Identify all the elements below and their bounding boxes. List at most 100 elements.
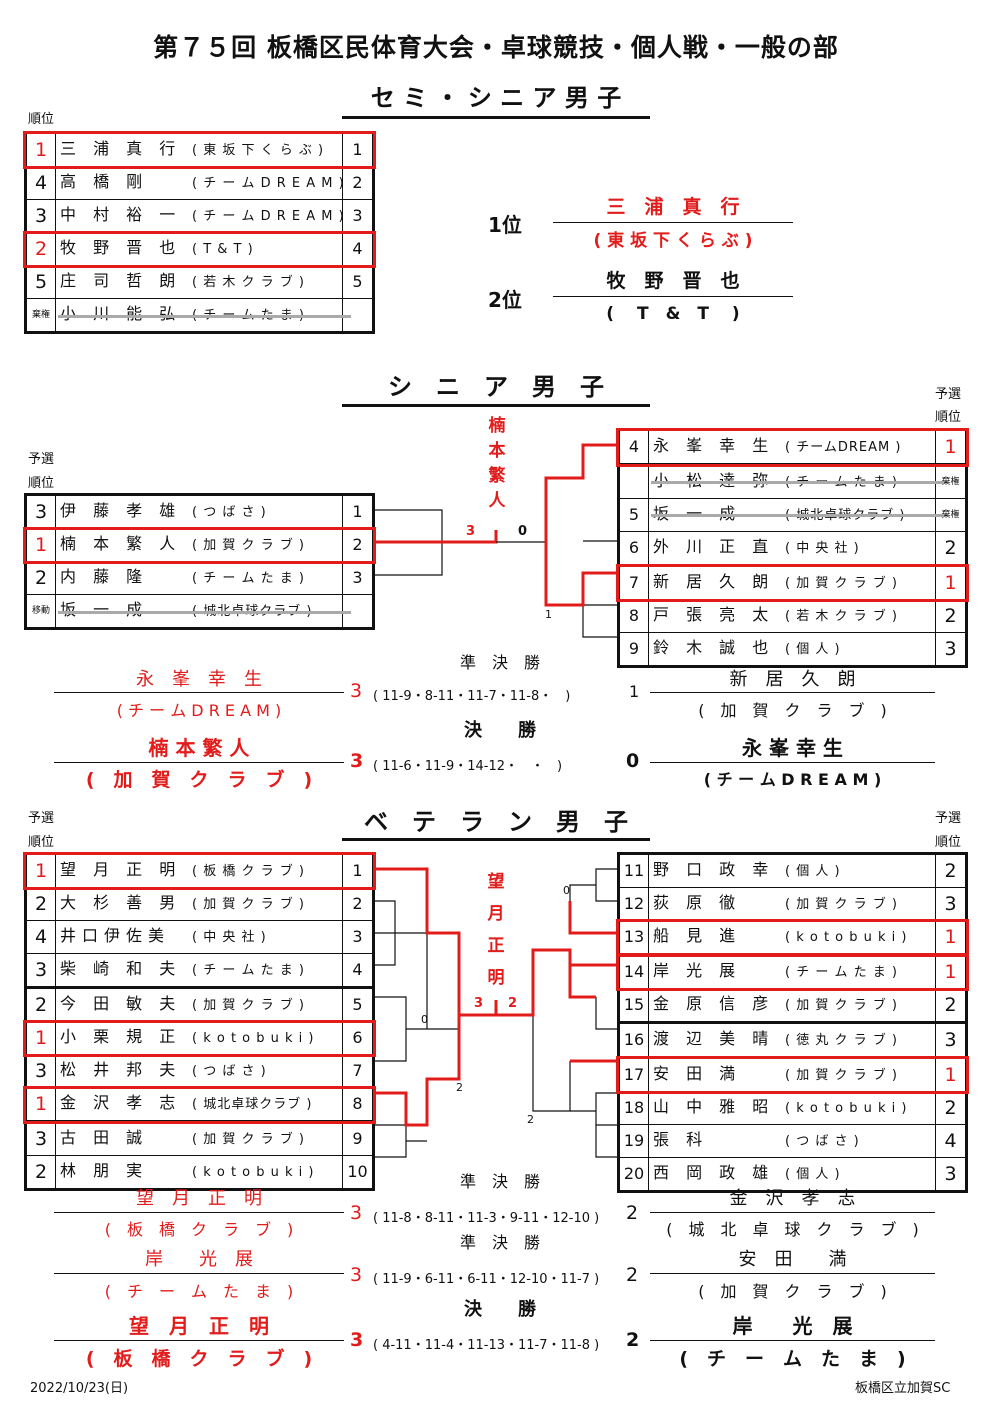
semi-first-label: 1位 bbox=[488, 213, 522, 237]
seed-cell: 6 bbox=[618, 531, 649, 566]
veteran-semi1-right-divider bbox=[650, 1212, 935, 1213]
seed-cell: 14 bbox=[618, 953, 649, 989]
veteran-final-left-name: 望 月 正 明 bbox=[129, 1314, 269, 1338]
veteran-semi1-left-name: 望 月 正 明 bbox=[136, 1188, 262, 1209]
player-club: ( k o t o b u k i ) bbox=[785, 1101, 908, 1116]
player-club: ( 加 賀 ク ラ ブ ) bbox=[192, 897, 305, 912]
player-club: ( T & T ) bbox=[192, 242, 254, 257]
veteran-final-label: 決 勝 bbox=[464, 1299, 536, 1320]
player-cell: 楠 本 繁 人( 加 賀 ク ラ ブ ) bbox=[55, 528, 343, 562]
senior-semi-right-name: 新 居 久 朗 bbox=[729, 669, 856, 690]
seed-cell: 2 bbox=[342, 166, 374, 200]
player-name: 高 橋 剛 bbox=[60, 172, 149, 191]
veteran-semi2-left-club: ( チ ー ム た ま ) bbox=[104, 1282, 294, 1301]
player-name: 永 峯 幸 生 bbox=[653, 436, 775, 455]
rank-cell: 2 bbox=[935, 1091, 967, 1125]
veteran-semi1-left-divider bbox=[54, 1212, 344, 1213]
player-name: 渡 辺 美 晴 bbox=[653, 1029, 775, 1048]
veteran-semi1-label: 準 決 勝 bbox=[459, 1172, 540, 1191]
semi-second-club: ( T & T ) bbox=[606, 304, 740, 324]
senior-final-right-divider bbox=[650, 762, 935, 763]
player-name: 安 田 満 bbox=[653, 1064, 742, 1083]
player-cell: 渡 辺 美 晴( 徳 丸 ク ラ ブ ) bbox=[648, 1021, 936, 1058]
veteran-semi2-left-divider bbox=[54, 1273, 344, 1274]
veteran-semi1-right-club: ( 城 北 卓 球 ク ラ ブ ) bbox=[666, 1220, 919, 1239]
player-club: ( k o t o b u k i ) bbox=[192, 1031, 315, 1046]
player-cell: 西 岡 政 雄( 個 人 ) bbox=[648, 1157, 936, 1192]
champion-char: 明 bbox=[487, 968, 505, 988]
veteran-small-0b: 0 bbox=[563, 884, 570, 897]
veteran-semi1-right-name: 金 沢 孝 志 bbox=[729, 1188, 856, 1209]
withdrawn-strike bbox=[57, 314, 351, 318]
veteran-final-left-score: 3 bbox=[350, 1329, 364, 1351]
player-name: 金 原 信 彦 bbox=[653, 994, 775, 1013]
player-name: 大 杉 善 男 bbox=[60, 893, 182, 912]
player-club: ( 加 賀 ク ラ ブ ) bbox=[785, 576, 898, 591]
senior-semi-right-divider bbox=[650, 692, 935, 693]
player-club: ( 板 橋 ク ラ ブ ) bbox=[192, 864, 305, 879]
veteran-semi1-left-club: ( 板 橋 ク ラ ブ ) bbox=[104, 1220, 294, 1239]
senior-section-title: シ ニ ア 男 子 bbox=[388, 373, 604, 401]
player-name: 戸 張 亮 太 bbox=[653, 605, 775, 624]
seed-cell: 13 bbox=[618, 920, 649, 955]
senior-right-table: 4永 峯 幸 生( チームDREAM )1小 松 達 弥( チ ー ム た ま … bbox=[617, 428, 968, 668]
rank-cell: 3 bbox=[935, 887, 967, 921]
veteran-left-red-path bbox=[373, 867, 496, 1127]
rank-cell: 2 bbox=[935, 599, 967, 633]
senior-score-left: 3 bbox=[466, 524, 476, 539]
player-cell: 山 中 雅 昭 ( k o t o b u k i ) bbox=[648, 1091, 936, 1125]
veteran-final-scores: ( 4-11・11-4・11-13・11-7・11-8 ) bbox=[373, 1338, 600, 1353]
rank-cell: 2 bbox=[25, 1155, 56, 1190]
player-cell: 荻 原 徹( 加 賀 ク ラ ブ ) bbox=[648, 887, 936, 921]
rank-cell: 4 bbox=[25, 920, 56, 954]
veteran-semi1-left-score: 3 bbox=[350, 1202, 363, 1224]
player-name: 岸 光 展 bbox=[653, 961, 742, 980]
senior-semi-right-score: 1 bbox=[629, 682, 640, 701]
rank-cell: 棄権 bbox=[25, 298, 56, 333]
player-name: 内 藤 隆 bbox=[60, 567, 149, 586]
footer-org: 板橋区立加賀SC bbox=[855, 1381, 951, 1396]
player-cell: 三 浦 真 行( 東 坂 下 く ら ぶ ) bbox=[55, 132, 343, 167]
player-name: 小 川 能 弘 bbox=[60, 304, 182, 323]
senior-left-header2: 順位 bbox=[28, 476, 55, 491]
player-club: ( 城北卓球クラブ ) bbox=[192, 1097, 313, 1112]
senior-score-right: 0 bbox=[518, 524, 528, 539]
senior-semi-left-club: ( チ ー ム D R E A M ) bbox=[116, 701, 282, 720]
veteran-left-bracket bbox=[373, 900, 460, 1158]
veteran-small-2a: 2 bbox=[456, 1081, 463, 1094]
seed-cell: 16 bbox=[618, 1021, 649, 1058]
player-club: ( チームDREAM ) bbox=[785, 440, 902, 455]
player-name: 古 田 誠 bbox=[60, 1128, 149, 1147]
document-title: 第７５回 板橋区民体育大会・卓球競技・個人戦・一般の部 bbox=[153, 33, 839, 62]
seed-cell: 4 bbox=[342, 232, 374, 266]
veteran-semi2-right-name: 安 田 満 bbox=[738, 1249, 847, 1270]
senior-final-right-name: 永 峯 幸 生 bbox=[742, 736, 843, 760]
player-club: ( 若 木 ク ラ ブ ) bbox=[192, 275, 305, 290]
senior-final-right-club: ( チ ー ム D R E A M ) bbox=[703, 770, 882, 789]
veteran-small-2b: 2 bbox=[527, 1113, 534, 1126]
player-cell: 中 村 裕 一( チ ー ム D R E A M ) bbox=[55, 199, 345, 233]
player-club: ( 個 人 ) bbox=[785, 864, 841, 879]
veteran-semi2-label: 準 決 勝 bbox=[459, 1233, 540, 1252]
player-cell: 戸 張 亮 太( 若 木 ク ラ ブ ) bbox=[648, 599, 936, 633]
player-name: 張 科 bbox=[653, 1130, 709, 1149]
rank-cell: 4 bbox=[935, 1124, 967, 1158]
player-club: ( チ ー ム D R E A M ) bbox=[192, 209, 345, 224]
rank-cell: 2 bbox=[25, 887, 56, 921]
senior-right-header1: 予選 bbox=[935, 387, 962, 402]
player-name: 山 中 雅 昭 bbox=[653, 1097, 775, 1116]
player-name: 柴 崎 和 夫 bbox=[60, 959, 182, 978]
